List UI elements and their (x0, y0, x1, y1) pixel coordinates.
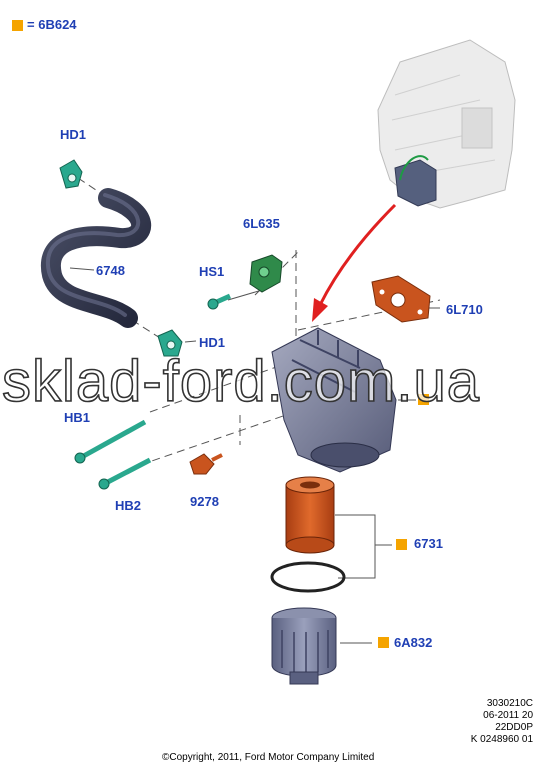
oil-filter-element (285, 476, 335, 554)
housing-bolt-2 (98, 457, 152, 490)
filter-cap (271, 607, 337, 685)
label-cap: 6A832 (394, 635, 433, 650)
legend-text: = 6B624 (27, 17, 77, 32)
label-sensor: 6L635 (243, 216, 280, 231)
location-arrow (312, 203, 397, 322)
reference-line-3: 22DD0P (495, 722, 533, 733)
gasket (371, 275, 431, 323)
housing-legend-square-icon (418, 394, 429, 405)
watermark: sklad-ford.com.ua (1, 348, 480, 415)
reference-line-1: 3030210C (486, 698, 533, 709)
label-hd1-top: HD1 (60, 127, 87, 142)
legend-equals: = (27, 17, 35, 32)
oil-filter-housing (271, 327, 397, 473)
label-plug: 9278 (190, 494, 219, 509)
label-bolt-2: HB2 (115, 498, 142, 513)
reference-block: 3030210C 06-2011 20 22DD0P K 0248960 01 (471, 698, 533, 746)
hose-clamp-middle (157, 329, 183, 357)
label-hd1-mid: HD1 (199, 335, 226, 350)
label-hose: 6748 (96, 263, 125, 278)
o-ring (270, 561, 346, 593)
label-filter: 6731 (414, 536, 443, 551)
label-screw: HS1 (199, 264, 225, 279)
housing-bolt-1 (74, 419, 147, 464)
engine-block-illustration (377, 39, 516, 209)
legend-code: 6B624 (38, 17, 77, 32)
copyright: ©Copyright, 2011, Ford Motor Company Lim… (162, 752, 375, 763)
oil-pressure-switch (189, 453, 223, 475)
cap-legend-square-icon (378, 637, 389, 648)
label-gasket: 6L710 (446, 302, 483, 317)
legend-square-icon (12, 20, 23, 31)
sensor (249, 254, 283, 293)
coolant-hose (40, 188, 152, 328)
reference-line-2: 06-2011 20 (483, 710, 533, 721)
filter-legend-square-icon (396, 539, 407, 550)
label-bolt-1: HB1 (64, 410, 91, 425)
reference-line-4: K 0248960 01 (470, 734, 533, 745)
hose-clamp-top (59, 159, 83, 189)
screw (207, 293, 232, 310)
